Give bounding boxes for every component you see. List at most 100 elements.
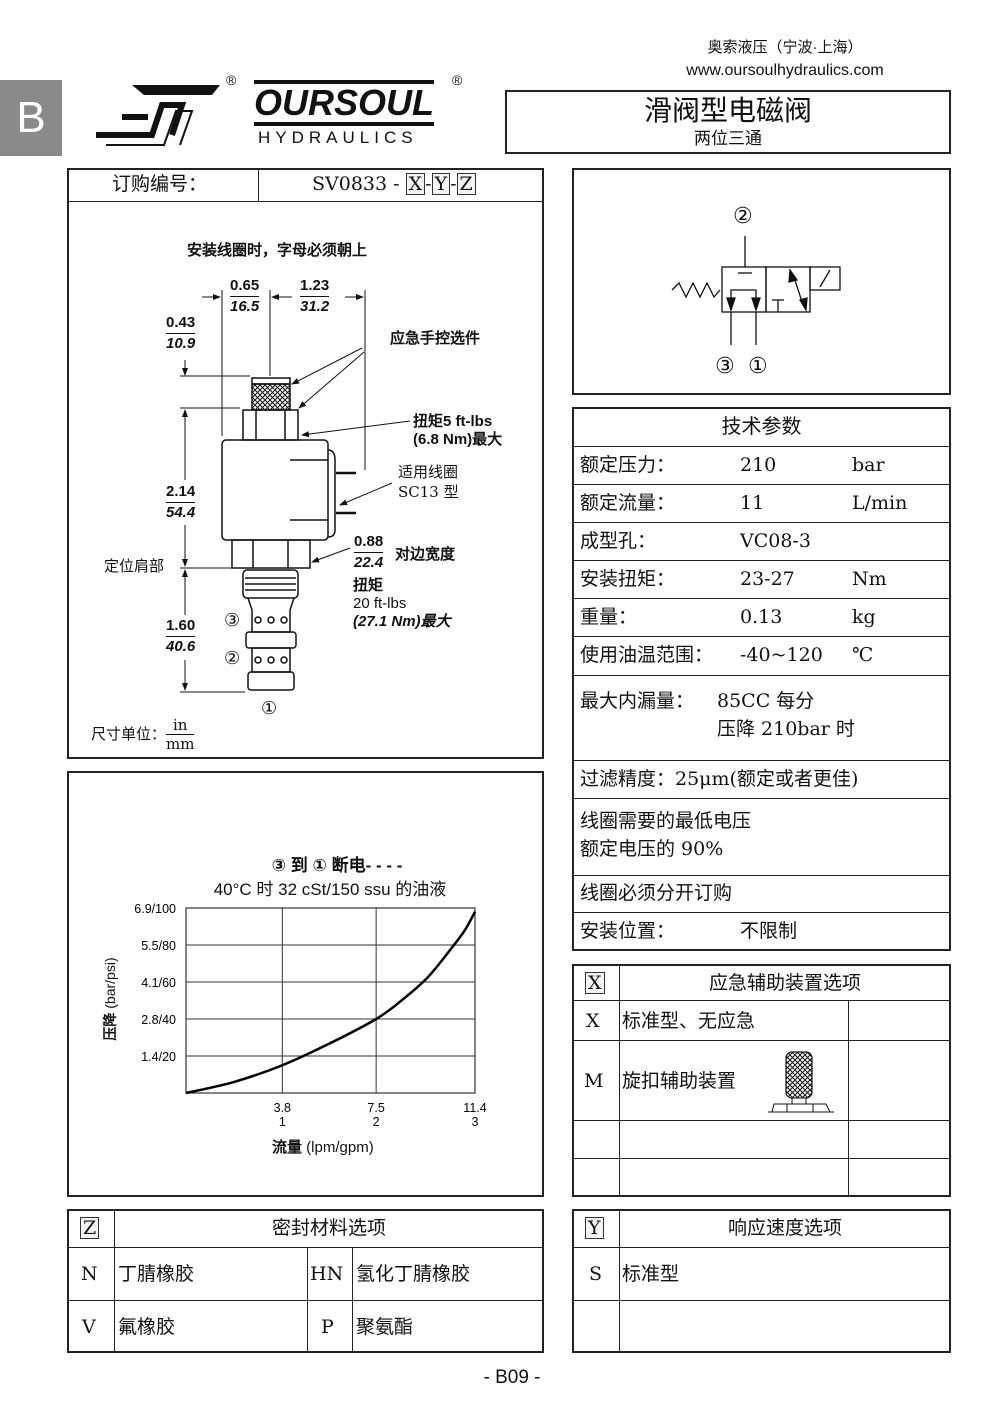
manual-override-label: 应急手控选件 [390, 330, 481, 347]
schematic-port-2: ② [733, 203, 753, 228]
dim-mm: 31.2 [300, 298, 330, 315]
voltage-spec-2: 额定电压的 90% [580, 838, 724, 860]
logo-reg-mark: ® [226, 72, 237, 88]
logo-mark-icon [96, 85, 220, 146]
chart-title: ③ 到 ① 断电- - - - [271, 856, 403, 875]
dash: - [450, 173, 457, 195]
body-torque-3: (27.1 Nm)最大 [353, 613, 451, 630]
dim-in: 0.88 [354, 532, 384, 553]
option-x-box: X [405, 173, 426, 195]
x-options-table [572, 964, 951, 1197]
z-code-box: Z [80, 1217, 100, 1239]
x-code-box: X [585, 972, 605, 994]
page-number: - B09 - [483, 1367, 541, 1388]
title-box: 滑阀型电磁阀 两位三通 [505, 90, 951, 154]
dash: - [425, 173, 432, 195]
spec-value: 23-27 [740, 568, 795, 590]
schematic-port-3: ③ [715, 353, 735, 378]
z-code: P [321, 1316, 334, 1338]
xlabel-bold: 流量 [272, 1139, 303, 1156]
nut-torque-label: 扭矩5 ft-lbs(6.8 Nm)最大 [413, 413, 502, 449]
dim-in: 0.43 [166, 313, 196, 334]
mount-value: 不限制 [740, 920, 798, 942]
units-mm: mm [166, 735, 195, 753]
company-url: www.oursoulhydraulics.com [686, 62, 884, 79]
units-text: 尺寸单位： [91, 725, 167, 744]
port-2-label: ② [224, 648, 241, 668]
logo-sub: HYDRAULICS [258, 128, 418, 147]
dim-in: 1.23 [300, 276, 330, 297]
option-y-box: Y [431, 173, 451, 195]
x-option-desc: 旋扣辅助装置 [622, 1070, 737, 1092]
dim-mm: 40.6 [166, 638, 196, 655]
dim-mm: 54.4 [166, 504, 196, 521]
pressure-drop-chart-box [67, 771, 544, 1197]
dim-mm: 22.4 [354, 554, 384, 571]
coil-label-1: 适用线圈 [398, 463, 459, 481]
spec-label: 重量： [580, 606, 638, 628]
voltage-spec-1: 线圈需要的最低电压 [580, 810, 752, 832]
model-number: SV0833 - [312, 173, 400, 195]
leak-label: 最大内漏量： [580, 690, 695, 712]
dim-in: 0.65 [230, 276, 260, 297]
coil-orientation-note: 安装线圈时，字母必须朝上 [187, 242, 368, 259]
spec-label: 额定压力： [580, 454, 676, 476]
spec-unit: Nm [852, 568, 887, 590]
logo-brand: OURSOUL [254, 80, 434, 126]
logo-reg-mark-2: ® [452, 72, 463, 88]
y-code-box: Y [585, 1217, 604, 1239]
coil-label-2: SC13 型 [398, 483, 459, 501]
z-desc: 丁腈橡胶 [118, 1263, 195, 1285]
spec-value: 210 [740, 454, 777, 476]
chart-xlabel: 流量 (lpm/gpm) [272, 1138, 374, 1158]
page-title: 滑阀型电磁阀 [643, 94, 812, 127]
z-desc: 氢化丁腈橡胶 [356, 1263, 471, 1285]
coil-label: 适用线圈 SC13 型 [398, 462, 459, 502]
port-1-label: ① [261, 698, 278, 718]
schematic-box [572, 168, 951, 395]
specs-title: 技术参数 [721, 414, 802, 438]
z-options-title: 密封材料选项 [271, 1217, 386, 1239]
spec-value: VC08-3 [740, 530, 811, 552]
nut-torque-2: (6.8 Nm)最大 [413, 431, 503, 448]
mount-label: 安装位置： [580, 920, 676, 942]
schematic-port-1: ① [748, 353, 768, 378]
leak-value-1: 85CC 每分 [717, 690, 815, 712]
shoulder-label: 定位肩部 [104, 557, 165, 575]
z-desc: 氟橡胶 [118, 1316, 176, 1338]
chart-subtitle: 40°C 时 32 cSt/150 ssu 的油液 [213, 880, 447, 899]
page-subtitle: 两位三通 [694, 129, 762, 149]
coil-order-note: 线圈必须分开订购 [580, 882, 733, 904]
spec-value: -40~120 [740, 644, 823, 666]
dim-in: 1.60 [166, 616, 196, 637]
z-options-table [67, 1209, 544, 1353]
logo: ® OURSOUL ® HYDRAULICS [92, 72, 472, 152]
spec-unit: kg [852, 606, 876, 628]
y-options-table [572, 1209, 951, 1353]
x-options-title: 应急辅助装置选项 [708, 972, 861, 994]
spec-label: 使用油温范围： [580, 644, 714, 666]
x-option-code: M [584, 1070, 604, 1092]
company-name: 奥索液压（宁波·上海） [707, 39, 863, 56]
y-desc: 标准型 [622, 1263, 680, 1285]
spec-value: 0.13 [740, 606, 783, 628]
filter-spec: 过滤精度：25μm(额定或者更佳) [580, 768, 859, 790]
option-z-box: Z [456, 173, 476, 195]
x-option-code: X [586, 1010, 600, 1032]
spec-label: 安装扭矩： [580, 568, 676, 590]
z-code: HN [310, 1263, 344, 1285]
order-code: SV0833 - X-Y-Z [312, 172, 476, 196]
spec-label: 额定流量： [580, 492, 676, 514]
dim-mm: 10.9 [166, 335, 196, 352]
order-label: 订购编号： [112, 173, 208, 195]
body-torque-2: 20 ft-lbs [353, 595, 407, 612]
spec-unit: bar [852, 454, 885, 476]
ylabel-bold: 压降 [102, 1012, 118, 1041]
units-in: in [166, 716, 195, 735]
dim-mm: 16.5 [230, 298, 260, 315]
